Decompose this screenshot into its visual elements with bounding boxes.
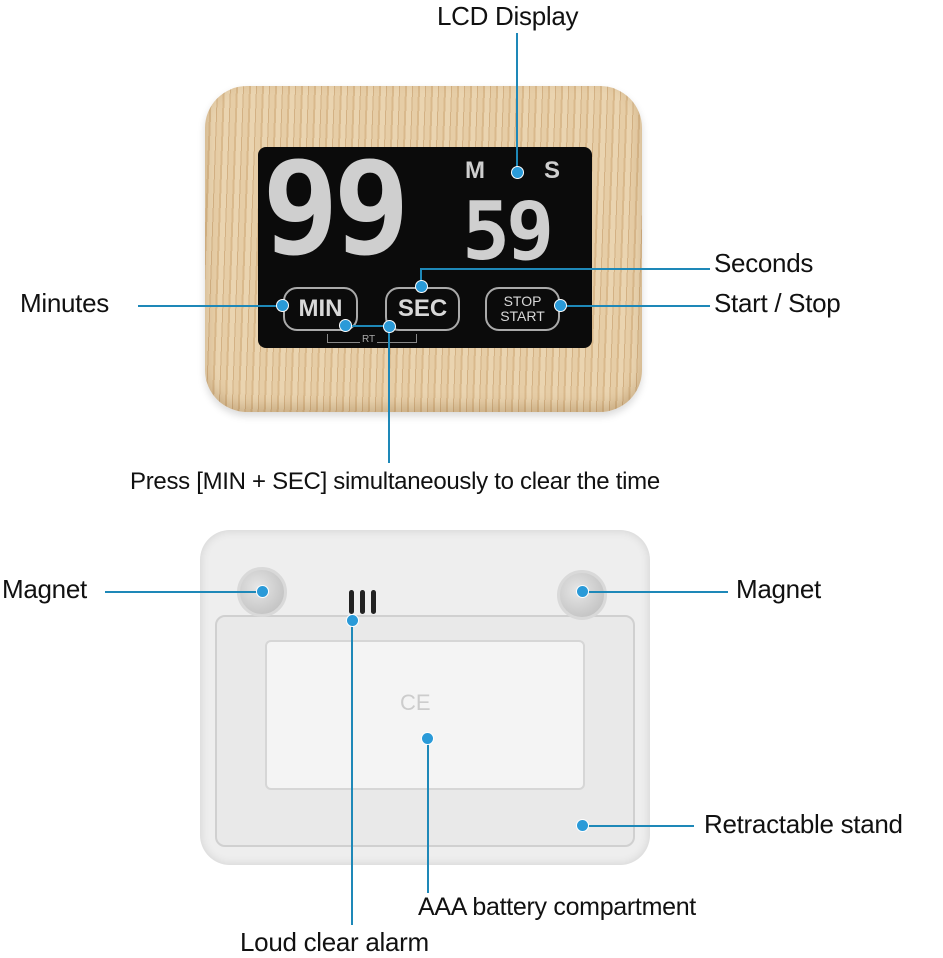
label-magnet-right: Magnet <box>736 574 821 604</box>
label-retractable-stand: Retractable stand <box>704 809 903 839</box>
minutes-digits: 99 <box>262 135 410 284</box>
label-start-stop: Start / Stop <box>714 288 841 318</box>
callout-line <box>582 825 694 827</box>
callout-line <box>105 591 262 593</box>
callout-line <box>345 325 389 327</box>
sec-button-label: SEC <box>397 295 448 323</box>
speaker-slot <box>371 590 376 614</box>
rt-label: RT <box>360 334 378 345</box>
callout-line <box>427 738 429 893</box>
min-button-label: MIN <box>298 295 343 323</box>
sec-button[interactable]: SEC <box>385 287 460 331</box>
callout-line <box>388 325 390 463</box>
speaker-slot <box>360 590 365 614</box>
lcd-display <box>258 147 592 348</box>
min-button[interactable]: MIN <box>283 287 358 331</box>
callout-line <box>582 591 728 593</box>
s-indicator: S <box>544 157 561 184</box>
callout-dot <box>340 320 351 331</box>
callout-dot <box>577 586 588 597</box>
m-indicator: M <box>465 157 485 184</box>
label-lcd-display: LCD Display <box>437 1 579 31</box>
callout-dot <box>257 586 268 597</box>
callout-line <box>516 33 518 173</box>
battery-door <box>265 640 585 790</box>
label-seconds: Seconds <box>714 248 814 278</box>
callout-line <box>420 268 422 286</box>
callout-line <box>138 305 283 307</box>
callout-dot <box>512 167 523 178</box>
callout-dot <box>577 820 588 831</box>
label-battery: AAA battery compartment <box>418 893 696 921</box>
stop-label: STOP <box>503 293 542 310</box>
label-alarm: Loud clear alarm <box>240 927 429 957</box>
callout-dot <box>277 300 288 311</box>
label-clear-time: Press [MIN + SEC] simultaneously to clea… <box>130 468 660 495</box>
callout-dot <box>422 733 433 744</box>
label-magnet-left: Magnet <box>2 574 87 604</box>
callout-dot <box>384 321 395 332</box>
start-label: START <box>500 308 545 324</box>
ce-mark: CE <box>400 690 431 715</box>
callout-line <box>420 268 710 270</box>
callout-dot <box>347 615 358 626</box>
speaker-slot <box>349 590 354 614</box>
callout-dot <box>416 281 427 292</box>
callout-line <box>560 305 710 307</box>
seconds-digits: 59 <box>462 185 554 278</box>
callout-dot <box>555 300 566 311</box>
callout-line <box>351 620 353 925</box>
label-minutes: Minutes <box>20 288 109 318</box>
